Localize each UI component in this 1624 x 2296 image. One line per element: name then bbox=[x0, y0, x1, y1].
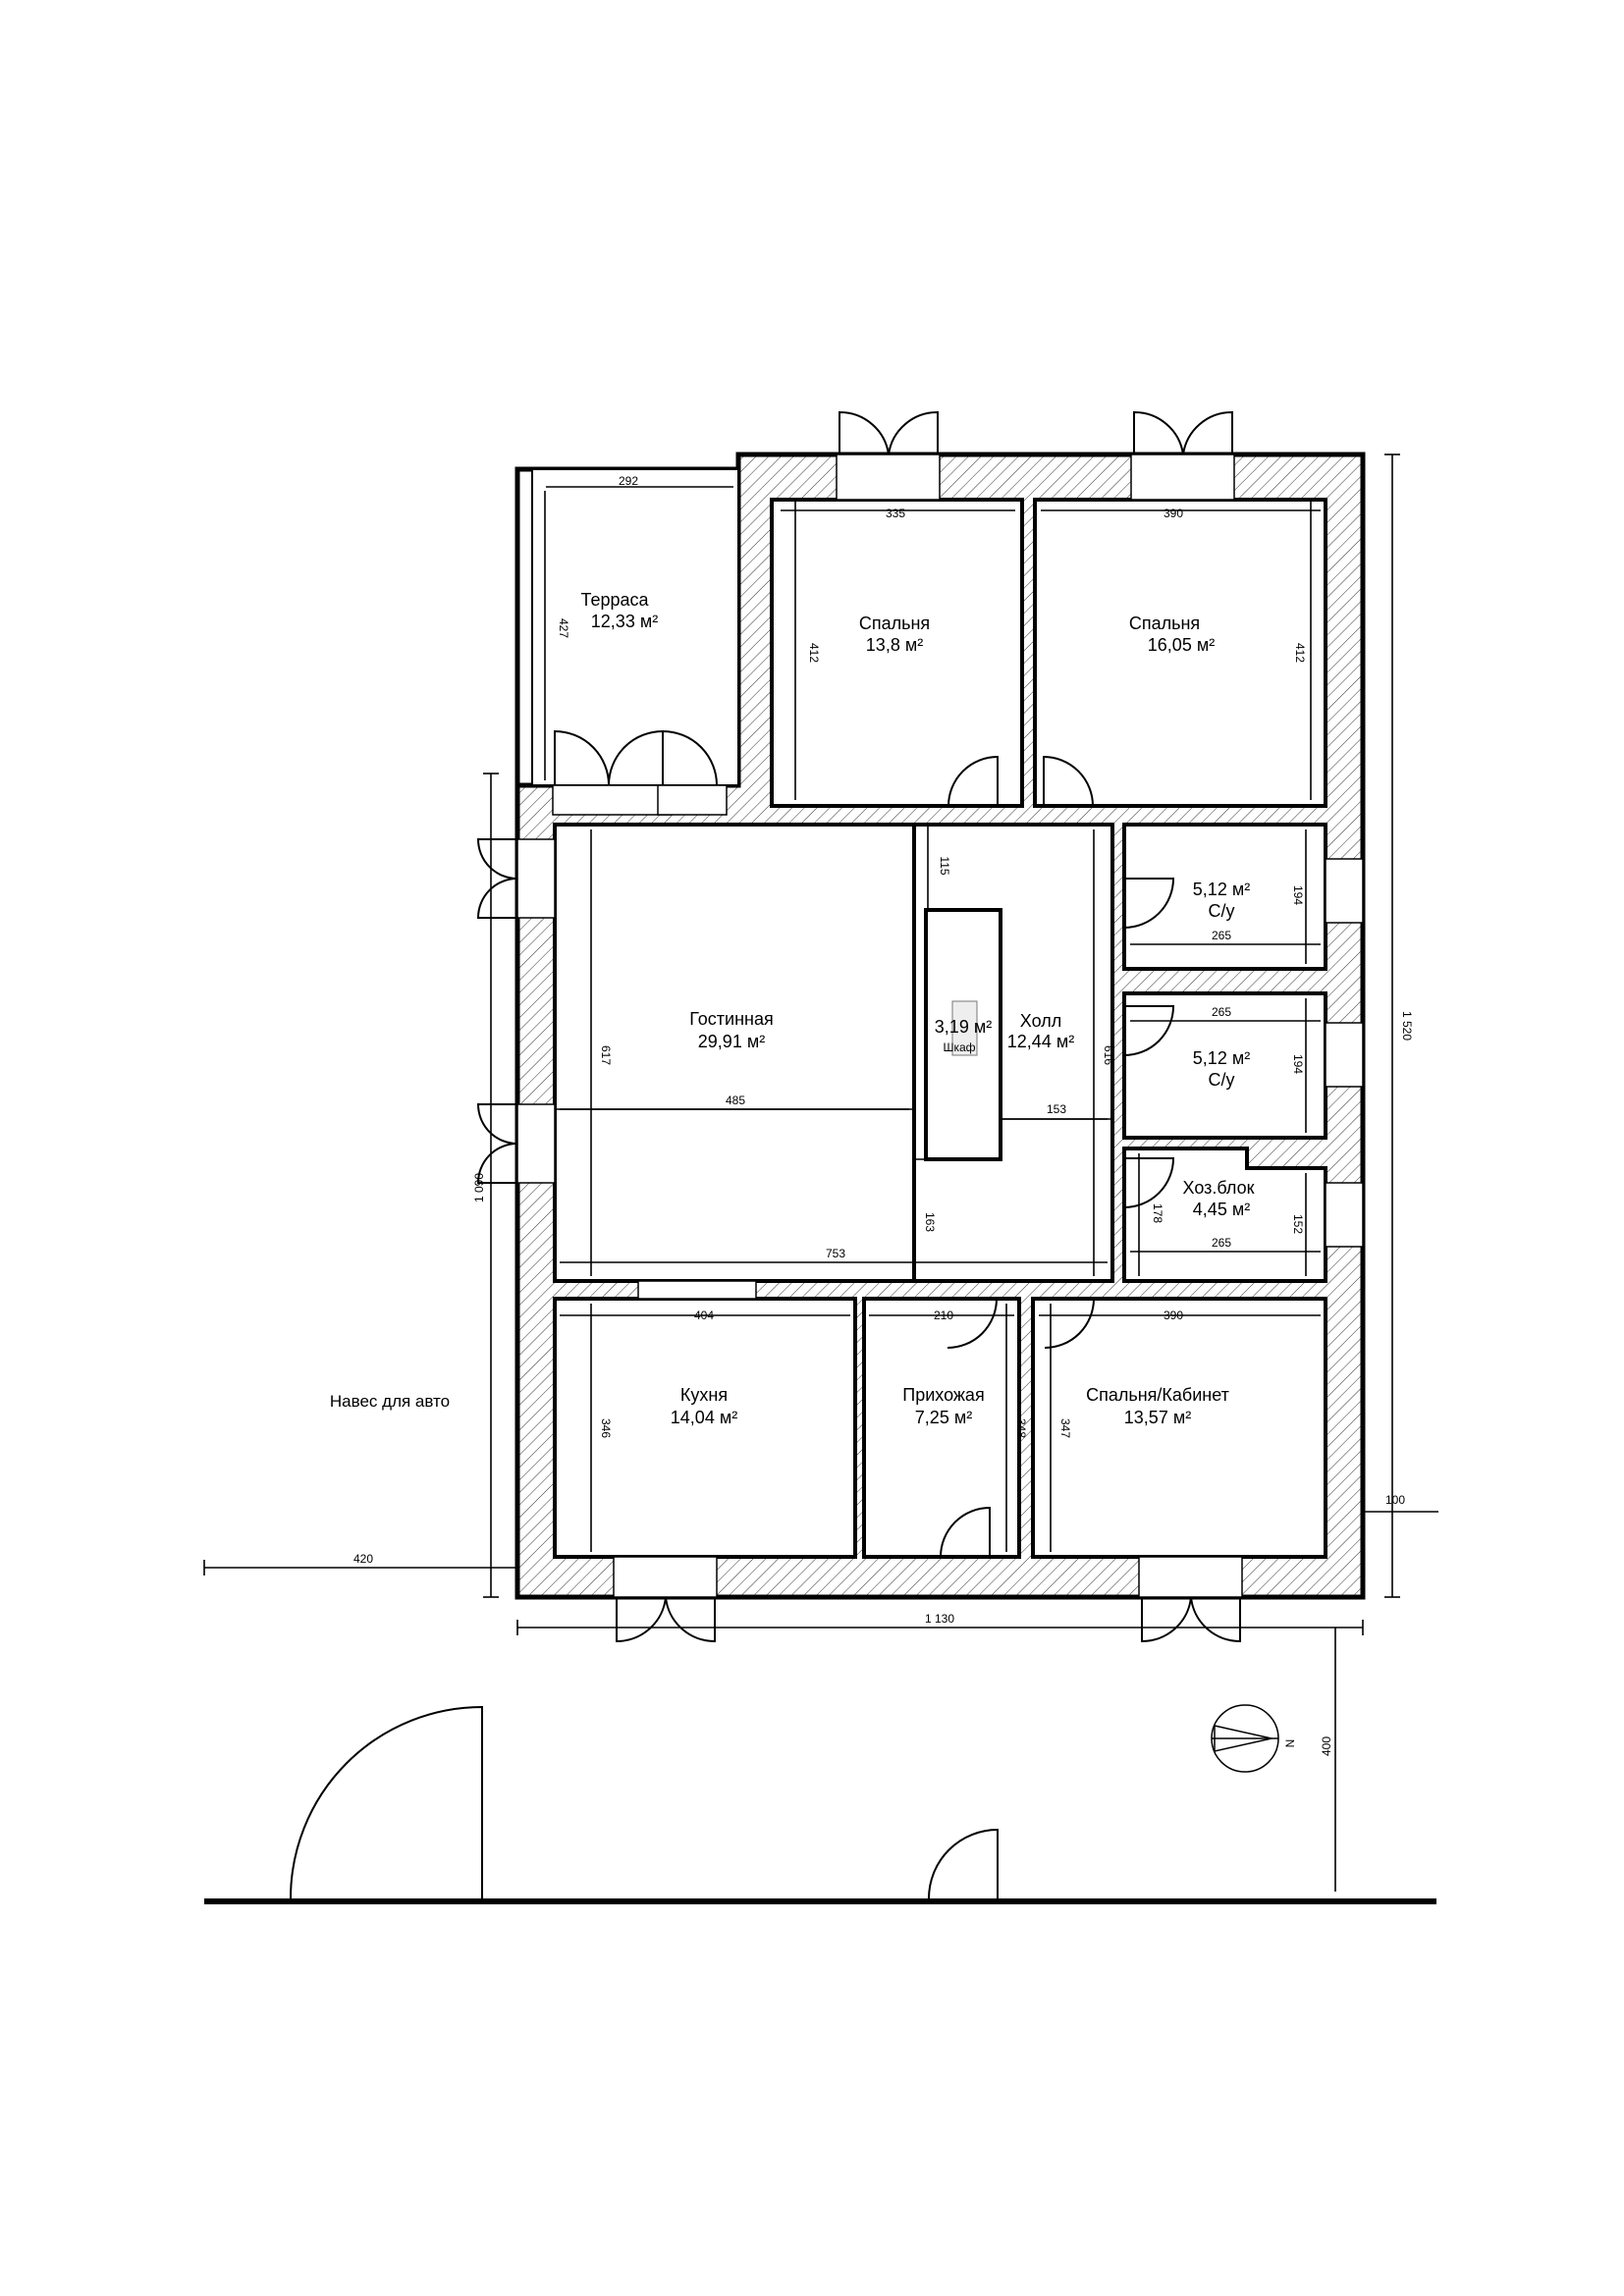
dim-terrace-h: 427 bbox=[557, 618, 570, 638]
dim-kitchen-h: 346 bbox=[599, 1418, 613, 1438]
living-area: 29,91 м² bbox=[698, 1032, 765, 1051]
dim-wc2-w: 265 bbox=[1212, 1005, 1231, 1019]
living-name: Гостинная bbox=[689, 1009, 774, 1029]
wc2-name: С/у bbox=[1209, 1070, 1235, 1090]
dim-bed2-w: 390 bbox=[1164, 507, 1183, 520]
window-living-1 bbox=[516, 838, 556, 919]
room-dimension-lines bbox=[544, 486, 1321, 1552]
dim-lower-w: 753 bbox=[826, 1247, 845, 1260]
dim-bed1-h: 412 bbox=[807, 643, 821, 663]
dim-wc1-h: 194 bbox=[1291, 885, 1305, 905]
bedroom3-area: 13,57 м² bbox=[1124, 1408, 1191, 1427]
dim-terrace-w: 292 bbox=[619, 474, 638, 488]
dim-bed3-h: 347 bbox=[1058, 1418, 1072, 1438]
entry-area: 7,25 м² bbox=[915, 1408, 972, 1427]
overall-dimensions bbox=[203, 454, 1438, 1892]
dim-bed2-h: 412 bbox=[1293, 643, 1307, 663]
dim-hall-w: 153 bbox=[1047, 1102, 1066, 1116]
room-bedroom-3 bbox=[1031, 1297, 1327, 1559]
dim-util-w: 265 bbox=[1212, 1236, 1231, 1250]
window-kitchen bbox=[613, 1556, 718, 1598]
dim-setback-street: 400 bbox=[1320, 1736, 1333, 1756]
window-terrace-2 bbox=[657, 784, 728, 816]
closet-name: Шкаф bbox=[943, 1041, 975, 1054]
room-utility bbox=[1122, 1147, 1327, 1283]
room-bedroom-1 bbox=[770, 498, 1024, 808]
terrace-area: 12,33 м² bbox=[591, 612, 658, 631]
room-entry bbox=[862, 1297, 1021, 1559]
window-wc2 bbox=[1325, 1022, 1364, 1088]
bedroom2-name: Спальня bbox=[1129, 614, 1200, 633]
room-bedroom-2 bbox=[1033, 498, 1327, 808]
bedroom1-name: Спальня bbox=[859, 614, 930, 633]
window-wc1 bbox=[1325, 858, 1364, 924]
window-terrace-1 bbox=[552, 784, 672, 816]
window-bed3 bbox=[1138, 1556, 1243, 1598]
dim-bed1-w: 335 bbox=[886, 507, 905, 520]
window-bed1 bbox=[836, 454, 941, 501]
entry-name: Прихожая bbox=[902, 1385, 984, 1405]
dim-house-h: 1 520 bbox=[1400, 1011, 1414, 1041]
door-swings bbox=[476, 410, 1241, 1643]
dim-setback-right: 100 bbox=[1385, 1493, 1405, 1507]
window-living-bottom bbox=[637, 1280, 757, 1300]
dim-kitchen-w: 404 bbox=[694, 1308, 714, 1322]
compass-north: N bbox=[1283, 1739, 1297, 1748]
wc1-name: С/у bbox=[1209, 901, 1235, 921]
closet-icon bbox=[951, 1000, 978, 1056]
room-living bbox=[553, 823, 916, 1283]
dimension-labels: 292 427 335 412 390 412 115 265 194 265 … bbox=[353, 474, 1414, 1756]
dim-lower-h: 163 bbox=[923, 1212, 937, 1232]
dim-bed3-w: 390 bbox=[1164, 1308, 1183, 1322]
dim-util-h: 152 bbox=[1291, 1214, 1305, 1234]
dim-living-w: 485 bbox=[726, 1094, 745, 1107]
bedroom1-area: 13,8 м² bbox=[866, 635, 923, 655]
dim-entry-h: 348 bbox=[1014, 1418, 1028, 1438]
kitchen-area: 14,04 м² bbox=[671, 1408, 737, 1427]
room-wc-2 bbox=[1122, 991, 1327, 1140]
dim-wc2-h: 194 bbox=[1291, 1054, 1305, 1074]
room-hall bbox=[912, 823, 1114, 1283]
dim-hall-stub: 115 bbox=[938, 856, 951, 875]
dim-house-w: 1 130 bbox=[925, 1612, 954, 1626]
dim-entry-w: 210 bbox=[934, 1308, 953, 1322]
dim-hall-h: 616 bbox=[1102, 1045, 1115, 1065]
wc2-area: 5,12 м² bbox=[1193, 1048, 1250, 1068]
room-kitchen bbox=[553, 1297, 857, 1559]
dim-carport: 420 bbox=[353, 1552, 373, 1566]
dim-wc1-w: 265 bbox=[1212, 929, 1231, 942]
hall-area: 12,44 м² bbox=[1007, 1032, 1074, 1051]
bedroom3-name: Спальня/Кабинет bbox=[1086, 1385, 1229, 1405]
room-labels: Терраса 12,33 м² Спальня 13,8 м² Спальня… bbox=[330, 590, 1297, 1747]
utility-area: 4,45 м² bbox=[1193, 1200, 1250, 1219]
windows bbox=[516, 454, 1364, 1598]
closet-area: 3,19 м² bbox=[935, 1017, 992, 1037]
dim-util-h2: 178 bbox=[1151, 1203, 1164, 1223]
rooms bbox=[553, 498, 1327, 1559]
kitchen-name: Кухня bbox=[680, 1385, 728, 1405]
utility-name: Хоз.блок bbox=[1183, 1178, 1255, 1198]
window-living-2 bbox=[516, 1103, 556, 1184]
window-util bbox=[1325, 1182, 1364, 1248]
carport-label: Навес для авто bbox=[330, 1392, 450, 1411]
terrace-name: Терраса bbox=[580, 590, 649, 610]
window-bed2 bbox=[1130, 454, 1235, 501]
site bbox=[204, 1704, 1436, 1904]
hall-name: Холл bbox=[1020, 1011, 1061, 1031]
dim-living-h: 617 bbox=[599, 1045, 613, 1065]
wc1-area: 5,12 м² bbox=[1193, 880, 1250, 899]
bedroom2-area: 16,05 м² bbox=[1148, 635, 1215, 655]
dim-left-h: 1 090 bbox=[472, 1173, 486, 1202]
